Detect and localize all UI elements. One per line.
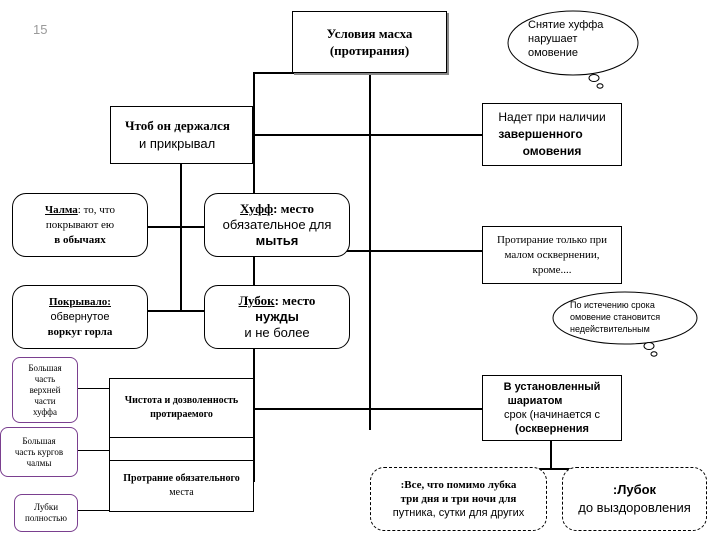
khuff-text: обязательное для — [222, 217, 332, 232]
right-box-line: кроме.... — [532, 263, 572, 276]
left-note-line: Лубки — [33, 502, 59, 512]
purity-line: протираемого — [150, 409, 213, 420]
left-note-line: полностью — [25, 513, 67, 523]
bottom-line: :Все, что помимо лубка — [400, 479, 517, 491]
bottom-left-box: :Все, что помимо лубка три дня и три ноч… — [370, 467, 547, 531]
left-note: Большая часть верхней части хуффа — [12, 357, 78, 423]
bottom-right-box: :Лубок до выздоровления — [562, 467, 707, 531]
right-box-line: омовения — [522, 144, 582, 158]
left-note-line: чалмы — [26, 457, 52, 468]
right-box-1: Надет при наличии завершенного омовения — [482, 103, 622, 166]
protranie-box — [109, 437, 254, 461]
pokryvalo-term: Покрывало: — [49, 295, 111, 308]
connector — [128, 310, 208, 312]
chalma-box: Чалма: то, что покрывают ею в обычаях — [12, 193, 148, 257]
khuff-text: мытья — [255, 233, 299, 248]
connector — [452, 468, 650, 470]
title-box: Условия масха (протирания) — [292, 11, 447, 73]
connector — [180, 162, 182, 310]
khuff-text: : место — [273, 201, 314, 216]
connector — [253, 72, 255, 482]
right-box-line: шариатом — [507, 395, 563, 407]
right-box-2: Протирание только при малом осквернении,… — [482, 226, 622, 284]
bottom-line: :Лубок — [612, 482, 657, 497]
connector — [255, 250, 483, 252]
right-box-line: малом осквернении, — [504, 248, 600, 261]
left-note-line: Большая — [22, 435, 56, 446]
left-note-line: часть кургов — [14, 446, 64, 457]
title-line: (протирания) — [329, 43, 410, 58]
cloud-2-text: По истечению срока омовение становится н… — [570, 299, 688, 335]
lubok-text: и не более — [244, 325, 310, 340]
right-box-line: (осквернения — [515, 423, 589, 435]
connector — [550, 440, 552, 470]
pokryvalo-box: Покрывало: обвернутое воркуг горла — [12, 285, 148, 349]
connector — [128, 226, 208, 228]
bottom-line: путника, сутки для других — [392, 507, 525, 519]
connector — [253, 408, 483, 410]
chalma-text: в обычаях — [54, 233, 106, 246]
left-note: Лубки полностью — [14, 494, 78, 532]
left-note: Большая часть кургов чалмы — [0, 427, 78, 477]
left-header-box: Чтоб он держался и прикрывал — [110, 106, 253, 164]
left-note-line: хуффа — [32, 406, 58, 417]
right-box-line: Надет при наличии — [498, 110, 606, 124]
cloud-line: Снятие хуффа — [528, 19, 604, 31]
right-box-line: завершенного — [498, 127, 583, 141]
bottom-line: три дня и три ночи для — [400, 493, 517, 505]
cloud-line: нарушает — [528, 33, 578, 45]
protranie-line: Протрание обязательного — [123, 473, 240, 484]
connector — [253, 72, 371, 74]
cloud-line: По истечению срока — [570, 300, 655, 310]
right-box-line: Протирание только при — [496, 233, 608, 246]
cloud-2-bubble — [643, 342, 655, 350]
slide-number: 15 — [33, 22, 48, 37]
cloud-1-text: Снятие хуффа нарушает омовение — [528, 18, 628, 60]
left-note-line: верхней — [29, 384, 61, 395]
chalma-text: : то, что — [77, 203, 115, 216]
lubok-box: Лубок: место нужды и не более — [204, 285, 350, 349]
bottom-line: до выздоровления — [578, 500, 691, 515]
khuff-term: Хуфф — [240, 201, 274, 216]
cloud-line: недействительным — [570, 324, 650, 334]
cloud-line: омовение — [528, 47, 578, 59]
chalma-text: покрывают ею — [45, 218, 115, 231]
connector — [255, 134, 483, 136]
left-header-line: и прикрывал — [139, 136, 216, 151]
khuff-box: Хуфф: место обязательное для мытья — [204, 193, 350, 257]
protranie-line: места — [169, 487, 194, 498]
pokryvalo-text: воркуг горла — [47, 325, 113, 338]
left-note-line: части — [34, 395, 56, 406]
connector — [78, 510, 110, 511]
cloud-line: омовение становится — [570, 312, 661, 322]
right-box-line: В установленный — [503, 381, 601, 393]
purity-line: Чистота и дозволенность — [124, 395, 239, 406]
connector — [78, 450, 110, 451]
left-header-line: Чтоб он держался — [125, 118, 230, 133]
connector — [78, 388, 110, 389]
purity-box: Чистота и дозволенность протираемого — [109, 378, 254, 438]
lubok-text: нужды — [255, 309, 299, 324]
cloud-1-bubble — [596, 83, 604, 89]
pokryvalo-text: обвернутое — [50, 310, 110, 323]
cloud-2-bubble — [650, 351, 658, 357]
right-box-3: В установленный шариатом срок (начинаетс… — [482, 375, 622, 441]
left-note-line: Большая — [28, 362, 62, 373]
cloud-1-bubble — [588, 74, 600, 82]
lubok-term: Лубок — [238, 293, 275, 308]
right-box-line: срок (начинается с — [504, 409, 600, 421]
lubok-text: : место — [274, 293, 316, 308]
left-note-line: часть — [34, 373, 56, 384]
title-line: Условия масха — [326, 26, 413, 41]
protranie-box: Протрание обязательного места — [109, 460, 254, 512]
chalma-term: Чалма — [45, 203, 78, 216]
